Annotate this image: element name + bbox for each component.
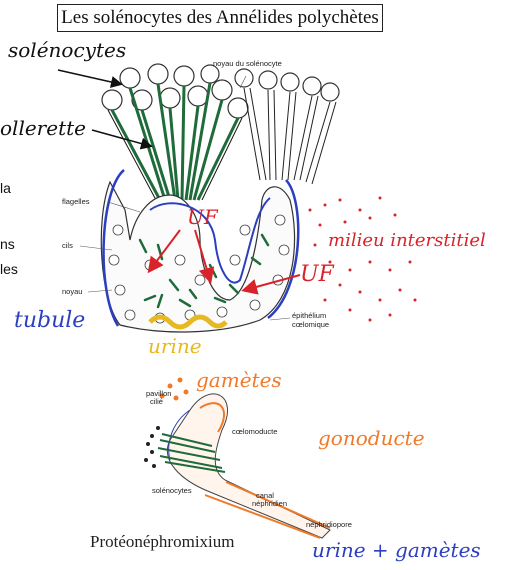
hw-gametes: gamètes — [196, 368, 282, 392]
label-cils: cils — [62, 241, 73, 250]
label-nephridiopore: néphridiopore — [306, 520, 352, 529]
label-noyau: noyau — [62, 287, 83, 296]
label-epithelium: épithélium — [292, 311, 327, 320]
tubule-lumen-outline — [149, 197, 271, 284]
label-canal: canal — [256, 491, 274, 500]
leader-lines — [79, 75, 291, 321]
diagram-title: Les solénocytes des Annélides polychètes — [57, 4, 383, 32]
solenocyte-outlines-left — [107, 109, 243, 201]
solenocyte-heads-right — [234, 68, 340, 102]
label-coelomique: cœlomique — [292, 320, 330, 329]
solenocyte-tubes-left — [110, 82, 240, 201]
label-noyau-solenocyte: noyau du solénocyte — [213, 59, 282, 68]
hw-collerette: ollerette — [0, 116, 86, 140]
uf-arrows — [147, 229, 301, 295]
hw-tubule: tubule — [14, 308, 86, 333]
hw-urine: urine — [148, 334, 202, 358]
hw-solenocytes: solénocytes — [8, 38, 127, 62]
hw-urine-gametes: urine + gamètes — [312, 538, 481, 562]
hw-uf-1: UF — [187, 205, 218, 229]
label-pavillon: pavillon — [146, 389, 172, 398]
label-solenocytes-small: solénocytes — [152, 486, 192, 495]
label-flagelles: flagelles — [62, 197, 90, 206]
hw-milieu-interstitiel: milieu interstitiel — [328, 230, 486, 251]
cut-text-3: les — [0, 261, 18, 277]
pointer-arrows — [57, 69, 153, 150]
interstitial-dots — [308, 196, 417, 322]
epithelium-nuclei — [108, 214, 290, 324]
solenocyte-heads-left — [101, 63, 249, 119]
hw-gonoducte: gonoducte — [318, 426, 425, 450]
cut-text-1: la — [0, 180, 11, 196]
label-coelomoducte: cœlomoducte — [232, 427, 278, 436]
label-cilie: cilié — [150, 397, 163, 406]
solenocyte-tubes-right — [243, 87, 337, 185]
label-nephridien: néphridien — [252, 499, 288, 508]
cut-text-2: ns — [0, 236, 15, 252]
proteonephromixium-title: Protéonéphromixium — [90, 532, 235, 551]
proteonephromixium-drawing — [144, 377, 331, 539]
tubule-outline-blue — [102, 169, 300, 327]
urine-squiggle — [148, 314, 228, 330]
hw-uf-2: UF — [300, 262, 334, 287]
